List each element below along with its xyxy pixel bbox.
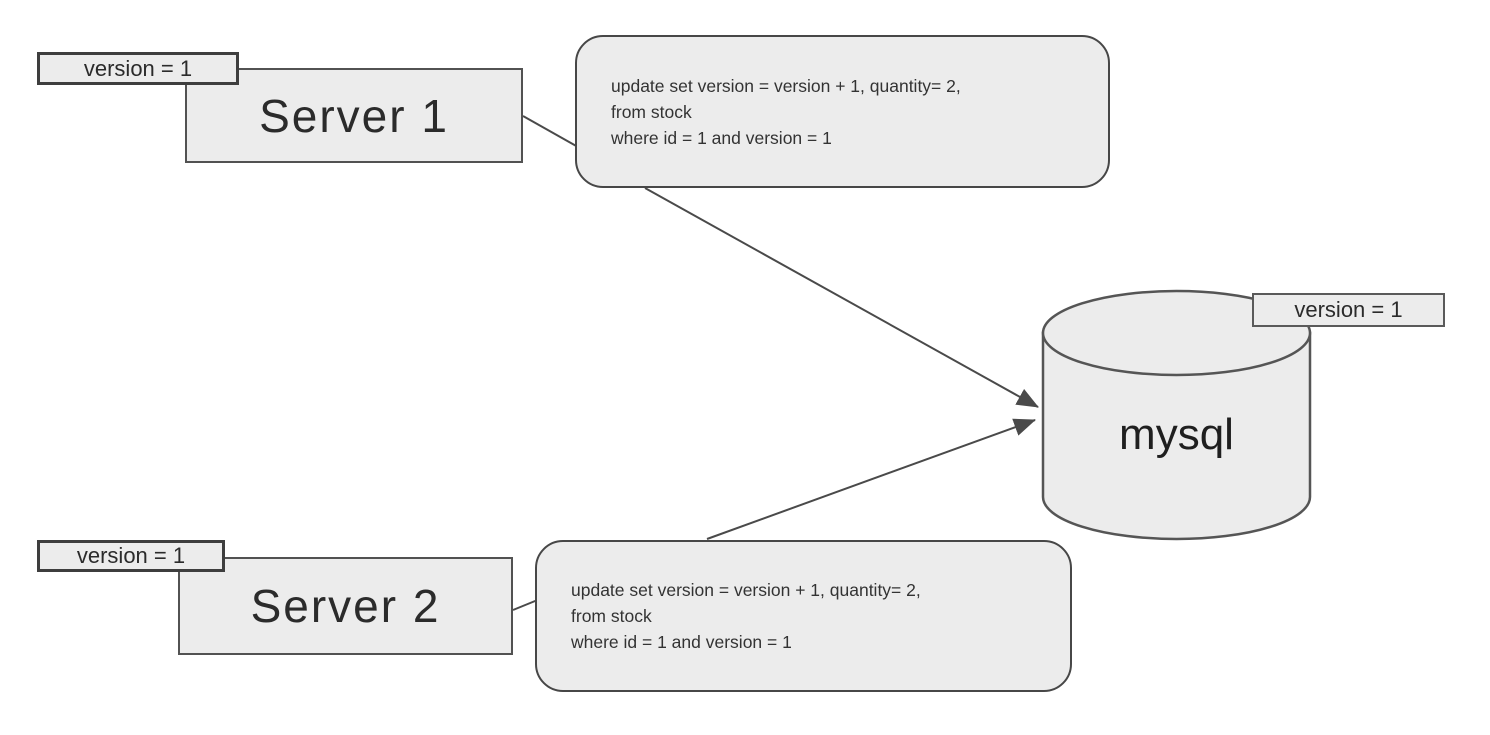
query1-line3: where id = 1 and version = 1 (611, 127, 832, 148)
query2-line3: where id = 1 and version = 1 (571, 632, 792, 652)
mysql-label: mysql (1119, 410, 1234, 459)
mysql-version-text: version = 1 (1294, 297, 1403, 322)
mysql-cylinder (1041, 289, 1312, 541)
query1-box: update set version = version + 1, quanti… (575, 35, 1110, 188)
server2-label: Server 2 (250, 580, 441, 632)
query1-line1: update set version = version + 1, quanti… (611, 75, 961, 96)
server1-version-text: version = 1 (83, 55, 193, 81)
query2-box: update set version = version + 1, quanti… (535, 540, 1072, 692)
server2-version-tag: version = 1 (37, 540, 225, 572)
mysql-version-tag: version = 1 (1252, 293, 1445, 327)
query2-line2: from stock (571, 606, 652, 626)
edge-query1-mysql-arrow (644, 187, 1039, 408)
server2-version-text: version = 1 (76, 543, 186, 568)
server2-box: Server 2 (178, 557, 513, 655)
edge-server1-query1 (522, 115, 579, 148)
server1-version-tag: version = 1 (37, 52, 239, 85)
server1-label: Server 1 (259, 89, 449, 142)
query1-line2: from stock (611, 101, 692, 122)
server1-box: Server 1 (185, 68, 523, 163)
query2-line1: update set version = version + 1, quanti… (571, 580, 921, 600)
edge-query2-mysql-arrow (706, 418, 1036, 540)
